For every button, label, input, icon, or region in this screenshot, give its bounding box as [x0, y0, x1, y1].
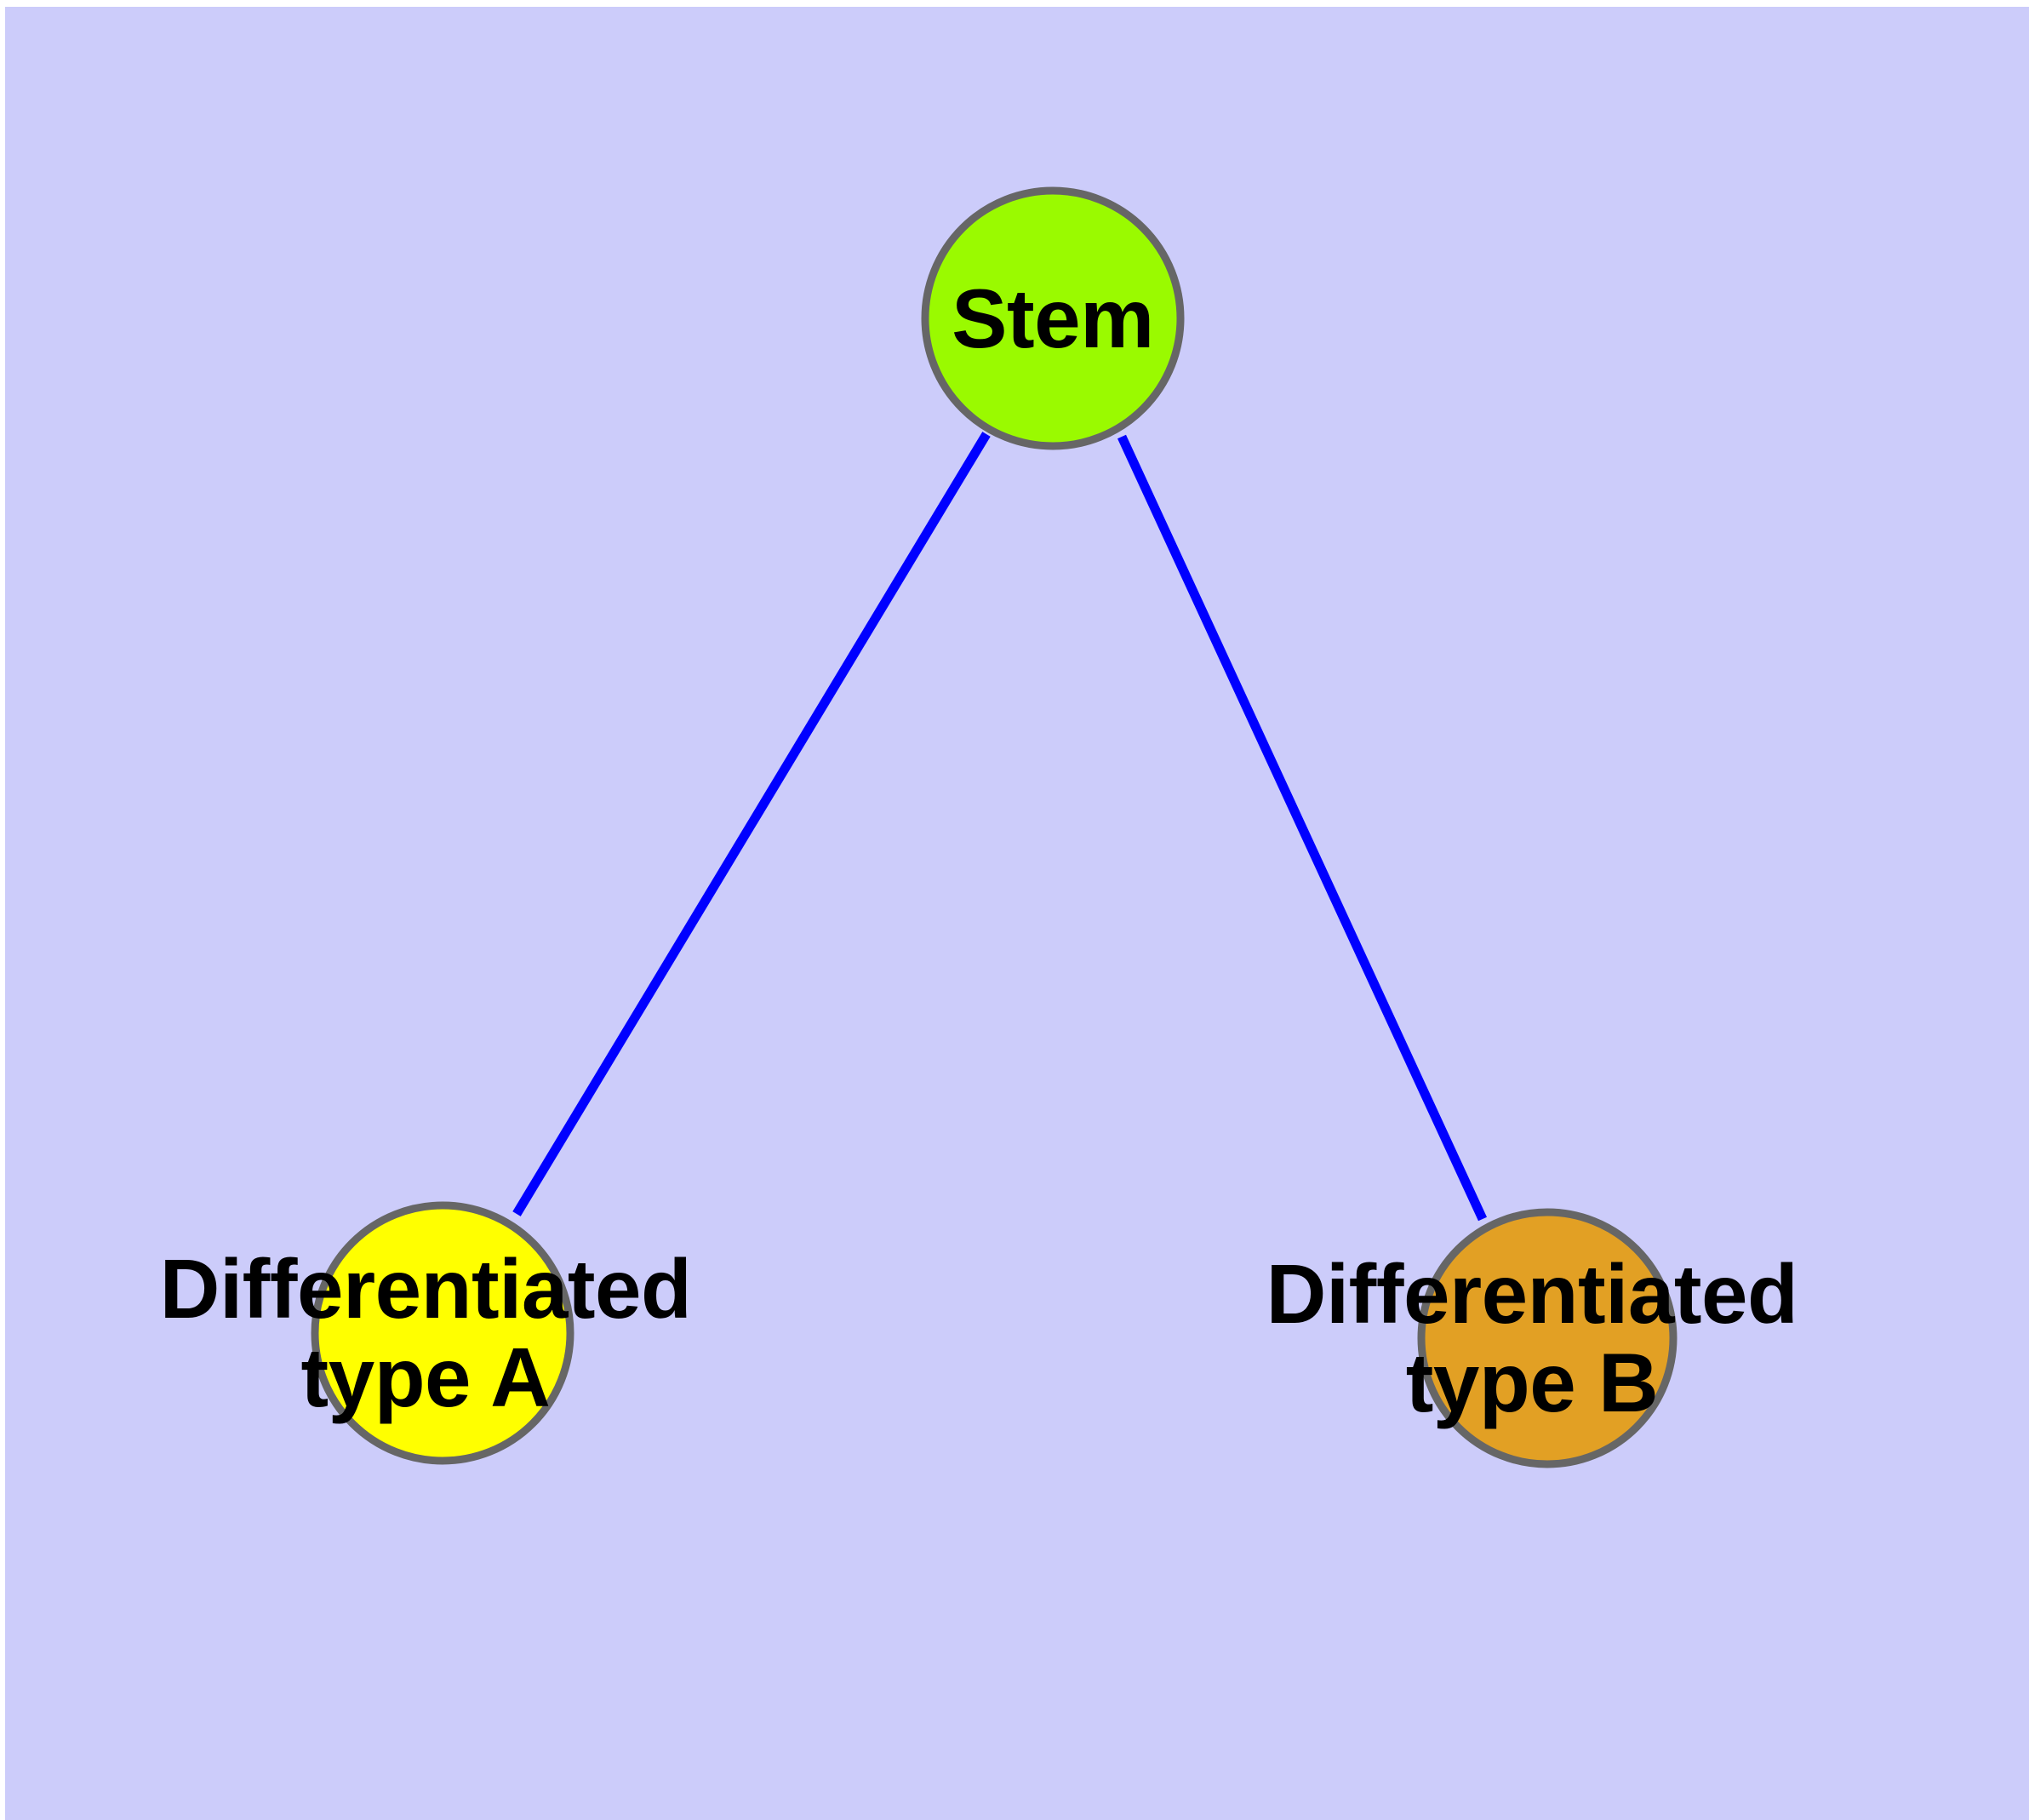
- node-layer: [311, 186, 1677, 1468]
- node-differentiated-type-b[interactable]: [1417, 1208, 1677, 1468]
- node-differentiated-type-a[interactable]: [311, 1201, 574, 1465]
- edge-stem-to-differentiated-type-b: [1117, 434, 1487, 1222]
- node-stem[interactable]: [921, 186, 1185, 450]
- edge-layer: [512, 432, 1487, 1222]
- edge-stem-to-differentiated-type-a: [512, 432, 991, 1216]
